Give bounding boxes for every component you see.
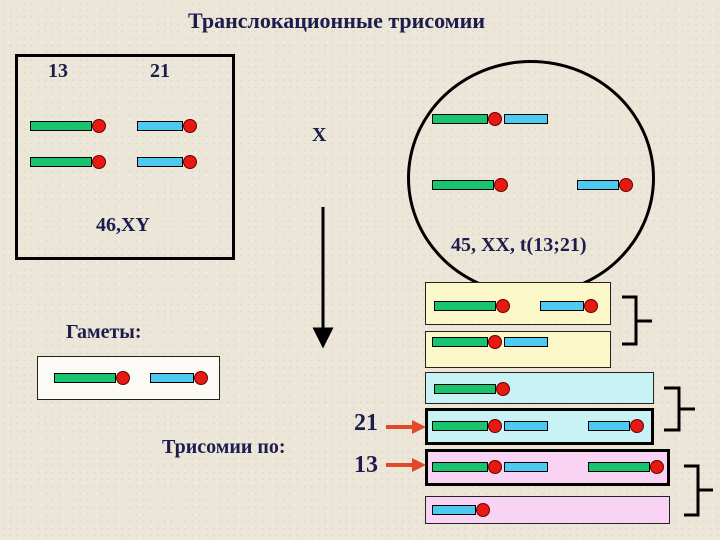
chromosome-21 (137, 119, 199, 133)
trisomy-21-label: 21 (354, 410, 378, 436)
cross-sign: X (312, 124, 327, 146)
page-title: Транслокационные трисомии (188, 8, 486, 33)
translocation-chromosome (432, 460, 552, 474)
bracket (664, 386, 695, 432)
trisomy-label: Трисомии по: (162, 436, 286, 458)
translocation-chromosome (432, 335, 552, 349)
chromosome-13-label: 13 (48, 60, 68, 82)
male-parent-box (15, 54, 235, 260)
chromosome-13 (30, 119, 106, 133)
red-arrow (386, 458, 426, 472)
chromosome-21 (137, 155, 199, 169)
chromosome-21 (432, 503, 494, 517)
chromosome-13 (434, 382, 510, 396)
chromosome-21 (588, 419, 650, 433)
chromosome-21 (150, 371, 212, 385)
chromosome-21 (577, 178, 639, 192)
chromosome-21 (540, 299, 602, 313)
trisomy-13-label: 13 (354, 452, 378, 478)
chromosome-13 (30, 155, 106, 169)
chromosome-13 (54, 371, 130, 385)
translocation-chromosome (432, 112, 552, 126)
red-arrow (386, 420, 426, 434)
female-gamete-box (425, 372, 654, 404)
bracket (684, 464, 713, 517)
chromosome-13 (434, 299, 510, 313)
female-karyotype-label: 45, XX, t(13;21) (451, 234, 587, 256)
chromosome-21-label: 21 (150, 60, 170, 82)
translocation-chromosome (432, 419, 552, 433)
chromosome-13 (588, 460, 664, 474)
male-karyotype-label: 46,XY (96, 214, 150, 236)
bracket (622, 295, 652, 346)
gametes-label: Гаметы: (66, 321, 142, 343)
chromosome-13 (432, 178, 508, 192)
